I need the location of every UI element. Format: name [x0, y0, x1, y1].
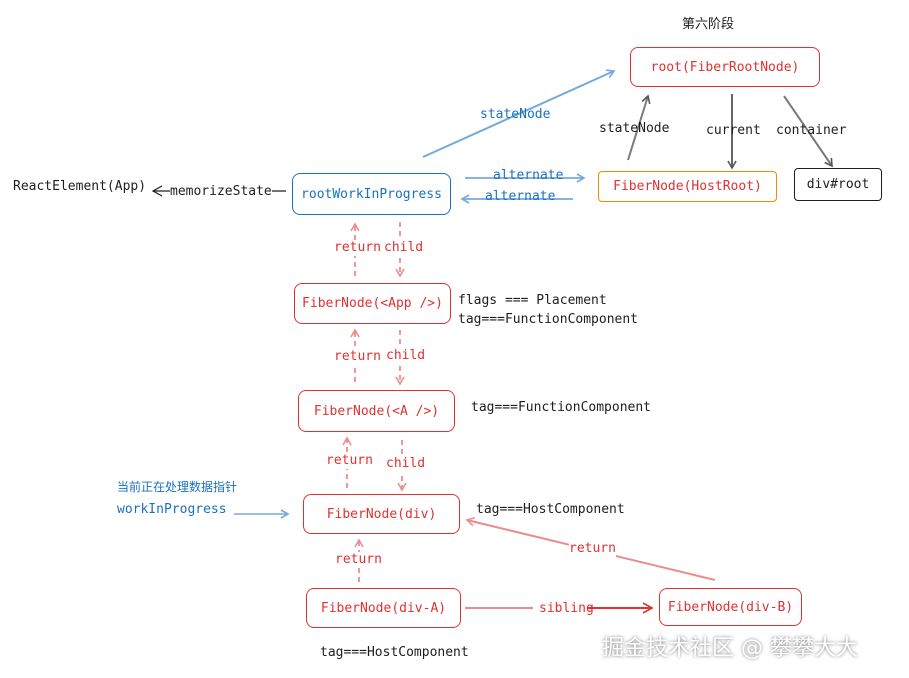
node-fiber-host-root[interactable]: FiberNode(HostRoot): [598, 171, 777, 202]
label-current: current: [706, 123, 761, 138]
label-return-b: return: [569, 541, 616, 557]
label-tag-div-a: tag===HostComponent: [320, 645, 469, 660]
node-root-fiber-root[interactable]: root(FiberRootNode): [630, 47, 820, 87]
arrow-statenode-blue: [422, 69, 616, 158]
label-return-3: return: [326, 453, 373, 469]
stage-title: 第六阶段: [682, 17, 735, 32]
label-return-4: return: [335, 552, 382, 568]
label-react-element: ReactElement(App): [13, 179, 147, 194]
label-tag-app: tag===FunctionComponent: [458, 312, 639, 327]
node-fiber-a[interactable]: FiberNode(<A />): [298, 390, 455, 432]
node-fiber-div[interactable]: FiberNode(div): [303, 494, 460, 534]
arrow-container: [783, 95, 833, 168]
node-fiber-div-b[interactable]: FiberNode(div-B): [659, 588, 802, 626]
label-container: container: [776, 123, 847, 138]
label-child-3: child: [386, 456, 426, 472]
label-alternate-bottom: alternate: [485, 189, 556, 204]
label-flags: flags === Placement: [458, 293, 607, 308]
label-return-2: return: [334, 349, 381, 365]
label-alternate-top: alternate: [493, 168, 564, 183]
node-fiber-app[interactable]: FiberNode(<App />): [294, 283, 451, 324]
label-tag-a: tag===FunctionComponent: [471, 400, 652, 415]
node-div-root[interactable]: div#root: [794, 168, 882, 201]
label-tag-div: tag===HostComponent: [476, 502, 625, 517]
node-fiber-div-a[interactable]: FiberNode(div-A): [306, 588, 461, 628]
watermark: 掘金技术社区 @ 攀攀大大: [602, 636, 858, 661]
label-statenode: stateNode: [599, 121, 670, 136]
label-child-1: child: [384, 240, 424, 256]
label-memorize-state: memorizeState: [170, 184, 272, 200]
node-root-work-in-progress[interactable]: rootWorkInProgress: [292, 173, 451, 215]
label-work-in-progress: workInProgress: [117, 502, 227, 517]
label-sibling: sibling: [539, 601, 594, 616]
label-return-1: return: [334, 240, 381, 256]
label-child-2: child: [386, 348, 426, 364]
label-statenode-blue: stateNode: [480, 107, 551, 122]
arrow-memorize-head: [151, 185, 163, 197]
arrow-statenode-grey: [627, 94, 651, 161]
label-current-processing: 当前正在处理数据指针: [117, 480, 238, 494]
